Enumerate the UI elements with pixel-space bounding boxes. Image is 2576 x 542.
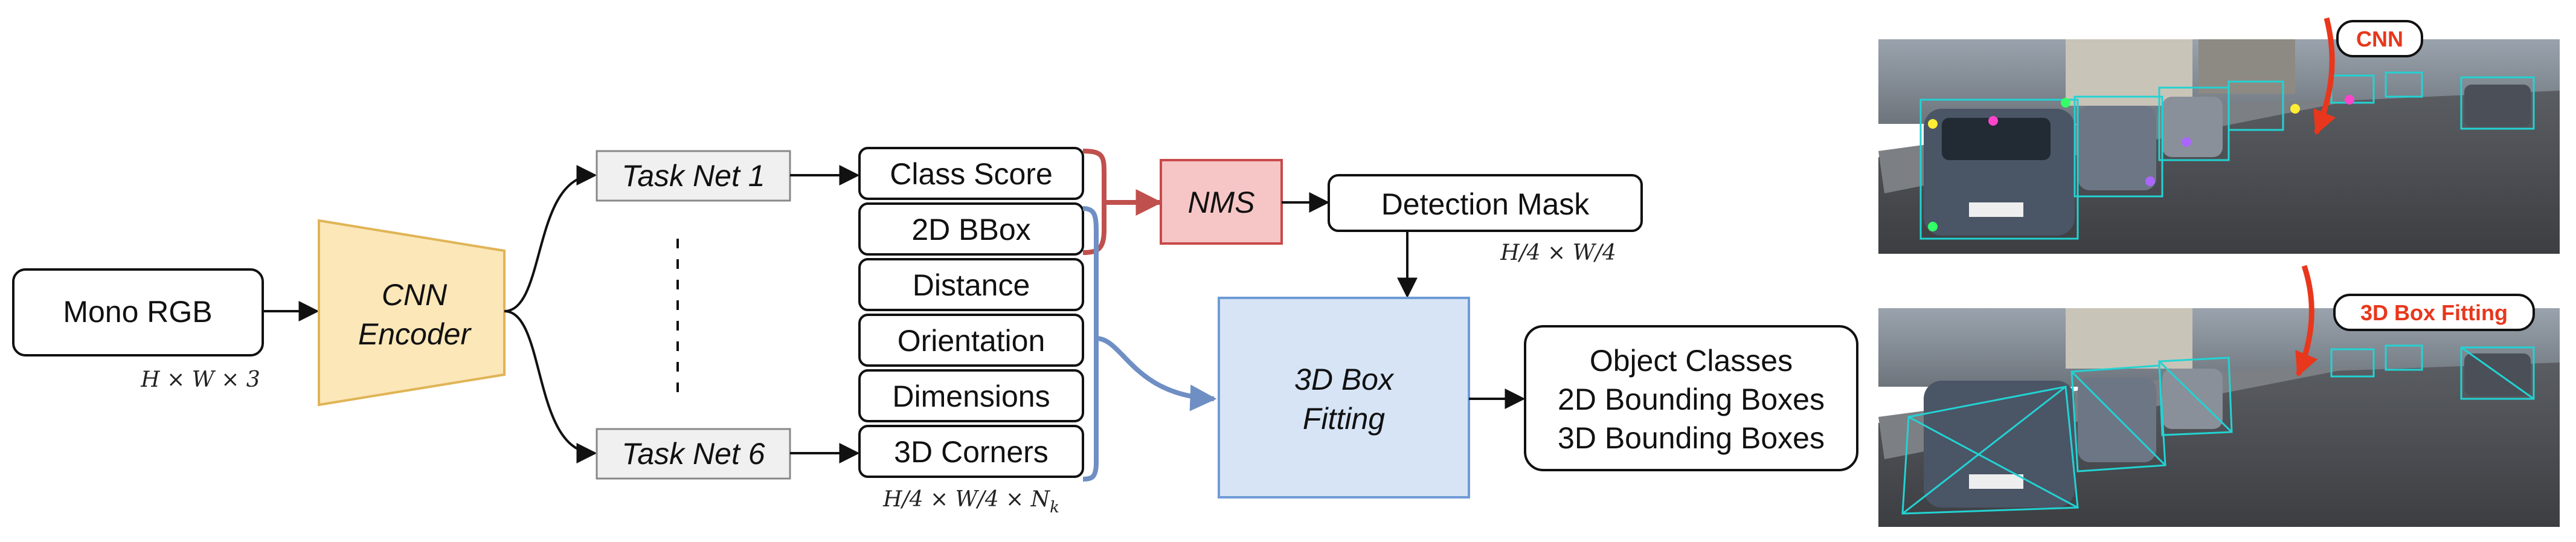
box-fitting-line2: Fitting [1303,402,1385,436]
photo-cnn-detections: CNN [1878,17,2560,254]
outputs-dims-sub: k [1050,498,1059,517]
photo-top-bbox-7 [2385,71,2423,98]
photo-top-kp-2 [1988,116,1998,126]
photo-bottom-3dbox-4-diag [2461,346,2534,400]
photo-top-pointer-arrow [2313,17,2336,135]
photo-bottom-3dbox-5 [2330,348,2375,378]
photo-bottom-car-3 [2162,369,2223,429]
nms-label: NMS [1187,186,1254,219]
results-node: Object Classes 2D Bounding Boxes 3D Boun… [1524,325,1858,471]
tasknet-6-box [596,428,791,480]
output-2d-bbox-box [858,202,1084,256]
output-distance-box [858,258,1084,311]
photo-top-car-2 [2078,106,2156,190]
tasknet-6-label: Task Net 6 [622,437,765,471]
detection-mask-dims: H/4 × W/4 [1500,240,1616,265]
photo-top-kp-7 [1928,222,1938,231]
photo-3d-box-fitting: 3D Box Fitting [1878,265,2560,527]
outputs-dims-main: H/4 × W/4 × N [882,487,1051,512]
photo-top-badge: CNN [2356,27,2403,51]
detection-mask-node: Detection Mask H/4 × W/4 [1328,174,1643,265]
photo-bottom-3dbox-6 [2385,344,2423,371]
encoder-shape [318,219,506,407]
photo-bottom-3dbox-4 [2460,346,2535,400]
photo-top-kp-5 [2290,104,2300,114]
photo-bottom-car-1-plate [1969,474,2023,489]
nms-node: NMS [1160,159,1283,245]
input-dims: H × W × 3 [140,367,260,392]
photo-bottom-3dbox-1-diag-a [1908,416,2078,509]
tasknet-1-label: Task Net 1 [622,159,765,193]
output-orientation-box [858,314,1084,367]
results-box [1524,325,1858,471]
blue-bracket-to-fitting [1082,206,1099,482]
photo-bottom-pointer-arrow [2295,265,2318,377]
photo-top-kp-4 [2182,137,2191,147]
results-line1: Object Classes [1590,344,1793,378]
blue-arrow-to-fitting [1096,336,1217,411]
results-line3: 3D Bounding Boxes [1558,421,1825,455]
box-fitting-node: 3D Box Fitting [1218,297,1470,498]
output-2d-bbox-label: 2D BBox [911,213,1030,247]
box-fitting-box [1218,297,1470,498]
photo-top-kp-6 [2345,95,2354,105]
tasknet-6-node: Task Net 6 [596,428,791,480]
input-node: Mono RGB H × W × 3 [12,268,264,392]
nms-box [1160,159,1283,245]
photo-bottom-car-2 [2078,378,2156,462]
arrow-encoder-to-tasknet1 [504,165,597,312]
photo-top-kp-1 [1928,119,1938,129]
output-dimensions-box [858,369,1084,422]
photo-top-building [2066,39,2192,106]
photo-bottom-badge: 3D Box Fitting [2360,300,2508,325]
output-distance-label: Distance [913,268,1030,302]
output-class-score-box [858,147,1084,200]
photo-top-building-2 [2199,39,2295,94]
photo-bottom-3dbox-3-diag [2158,360,2233,433]
input-label: Mono RGB [63,295,212,329]
outputs-dims: H/4 × W/4 × Nk [882,487,1059,517]
red-bracket-to-nms [1082,149,1107,255]
detection-mask-label: Detection Mask [1381,187,1590,221]
encoder-node: CNN Encoder [318,219,506,407]
photo-top-bbox-1 [1919,98,2079,240]
photo-top-detections [1919,71,2535,240]
output-3d-corners-label: 3D Corners [894,435,1049,469]
results-line2: 2D Bounding Boxes [1558,382,1825,416]
photo-bottom-3dbox-1-diag-b [1902,386,2066,515]
arrow-encoder-to-tasknet6 [504,310,597,463]
photo-top-bbox-4 [2228,80,2284,131]
box-fitting-line1: 3D Box [1294,363,1395,396]
photo-top-bbox-5 [2460,76,2535,130]
encoder-line2: Encoder [358,317,472,351]
tasknet-1-node: Task Net 1 [596,150,791,202]
photo-top-bbox-2 [2073,95,2163,198]
photo-top-car-1-window [1942,118,2051,160]
output-class-score-label: Class Score [890,157,1053,191]
output-heads: Class Score 2D BBox Distance Orientation… [858,147,1084,517]
tasknet-1-box [596,150,791,202]
photo-bottom-3dbox-2-diag [2070,370,2166,466]
photo-top-car-3 [2162,97,2223,157]
photo-top-kp-8 [2145,176,2155,186]
photo-bottom-badge-box [2333,294,2535,331]
photo-bottom-building [2066,308,2192,369]
encoder-line1: CNN [382,278,448,312]
photo-bottom-3d-boxes [1901,344,2535,515]
photo-bottom-car-1 [1924,381,2075,508]
detection-mask-box [1328,174,1643,232]
output-3d-corners-box [858,425,1084,478]
photo-top-car-1-plate [1969,202,2023,217]
photo-top-car-4 [2464,85,2531,127]
output-orientation-label: Orientation [898,324,1045,358]
photo-top-badge-box [2336,20,2423,57]
photo-top-kp-3 [2061,98,2070,108]
photo-top-keypoints [1928,95,2354,231]
output-dimensions-label: Dimensions [892,379,1050,413]
